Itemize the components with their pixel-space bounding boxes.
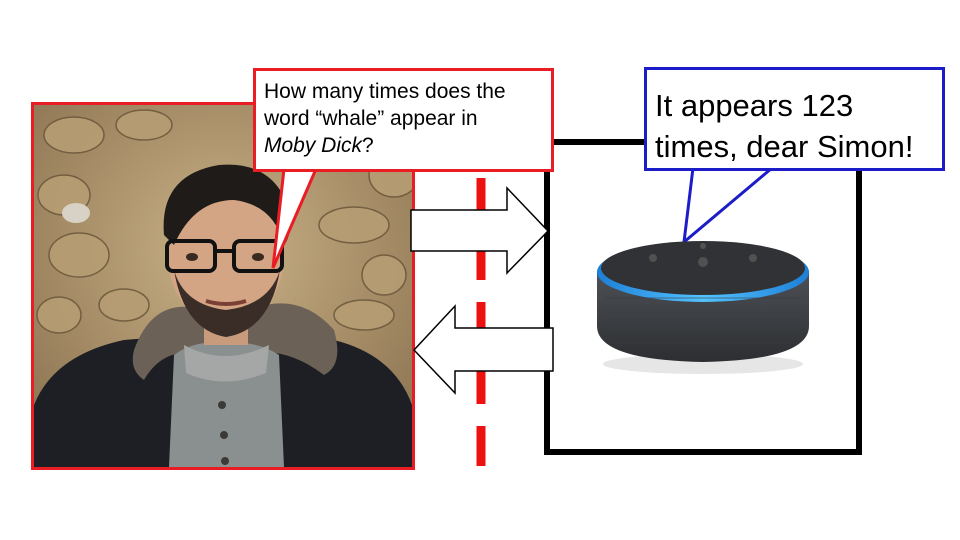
answer-line-2: times, dear Simon! (655, 129, 914, 164)
question-line-3: Moby Dick? (264, 132, 543, 159)
person-bubble-tail (271, 168, 318, 269)
book-title: Moby Dick (264, 134, 363, 157)
right-arrow-icon (410, 186, 550, 275)
answer-line-1: It appears 123 (655, 88, 854, 123)
person-question-bubble: How many times does the word “whale” app… (253, 68, 554, 172)
question-line-2: word “whale” appear in (264, 107, 478, 130)
person-photo (31, 102, 415, 470)
question-mark: ? (362, 134, 374, 157)
device-answer-bubble: It appears 123 times, dear Simon! (644, 67, 945, 171)
smart-speaker-photo (597, 241, 809, 374)
left-arrow-icon (412, 304, 554, 395)
question-line-1: How many times does the (264, 80, 506, 103)
